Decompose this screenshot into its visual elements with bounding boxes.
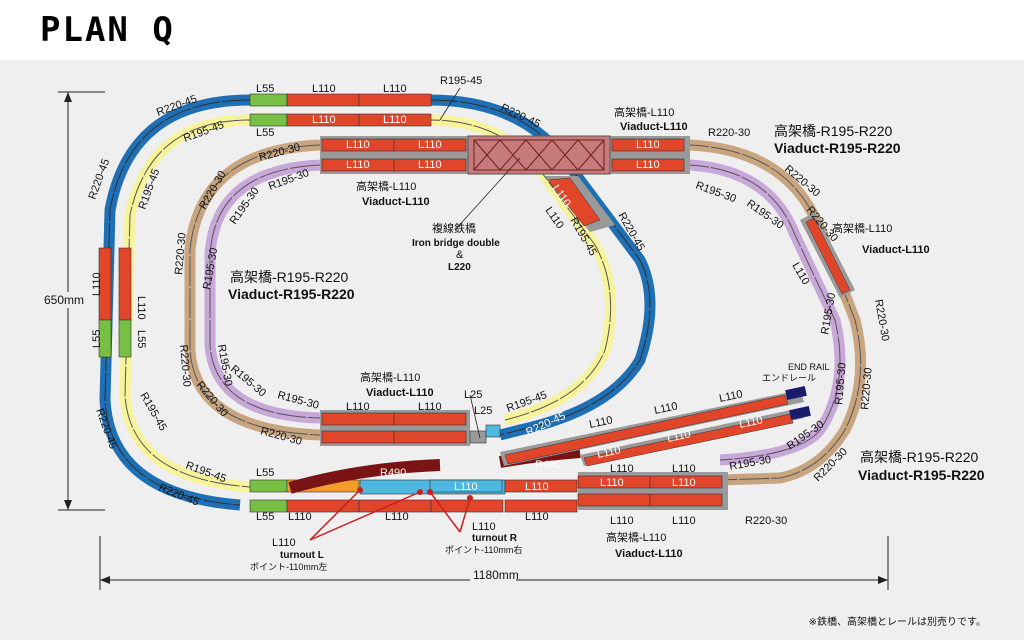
- footnote: ※鉄橋、高架橋とレールは別売りです。: [808, 617, 986, 628]
- label: L110: [383, 114, 407, 126]
- inner-viaduct-loop: [184, 136, 867, 486]
- label: L110: [346, 139, 370, 151]
- label: L110: [525, 511, 549, 523]
- label: L25: [474, 405, 492, 417]
- label: L110: [738, 414, 764, 431]
- label: Viaduct-L110: [620, 121, 688, 133]
- label: L110: [418, 401, 442, 413]
- label: L110: [666, 428, 692, 445]
- label: L110: [418, 159, 442, 171]
- height-label: 650mm: [44, 293, 84, 307]
- label: L110: [672, 463, 696, 475]
- label: Iron bridge double: [412, 238, 500, 249]
- label: L110: [385, 511, 409, 523]
- label: L110: [588, 414, 614, 431]
- label: R220-30: [745, 515, 787, 527]
- label: R195-30: [833, 362, 849, 405]
- label: L110: [672, 477, 696, 489]
- label: Viaduct-L110: [366, 387, 434, 399]
- label: Viaduct-R195-R220: [228, 286, 355, 302]
- label: R195-30: [201, 247, 220, 291]
- label: R490: [380, 467, 406, 479]
- label: L110: [472, 521, 496, 533]
- label: turnout L: [280, 550, 324, 561]
- label: L110: [636, 159, 660, 171]
- label: L110: [672, 515, 696, 527]
- label: 高架橋-L110: [832, 221, 892, 235]
- label: 複線鉄橋: [432, 221, 476, 235]
- label: L110: [135, 296, 147, 320]
- label: L110: [346, 159, 370, 171]
- label: L110: [418, 139, 442, 151]
- label: L110: [610, 515, 634, 527]
- label: L110: [346, 401, 370, 413]
- label: 高架橋-L110: [360, 370, 420, 384]
- label: &: [456, 249, 464, 261]
- label: Viaduct-L110: [362, 196, 430, 208]
- label: 高架橋-R195-R220: [774, 123, 892, 139]
- label: Viaduct-L110: [615, 548, 683, 560]
- label: L55: [256, 511, 274, 523]
- width-dimension: 1180mm: [99, 536, 889, 590]
- label: R220-30: [859, 367, 875, 410]
- r490-curve-a: [288, 459, 441, 494]
- label: L110: [525, 481, 549, 493]
- label: ポイント-110mm左: [250, 561, 327, 572]
- label: L55: [256, 83, 274, 95]
- label: R220-45: [157, 482, 201, 509]
- label: L110: [610, 463, 634, 475]
- label: R220-30: [708, 127, 750, 139]
- label: 高架橋-L110: [356, 179, 416, 193]
- bottom-area: [249, 386, 811, 541]
- label: Viaduct-R195-R220: [858, 467, 985, 483]
- label: L55: [256, 467, 274, 479]
- label: R195-45: [137, 391, 168, 434]
- width-label: 1180mm: [473, 568, 519, 582]
- label: L110: [288, 511, 312, 523]
- label: R195-45: [440, 75, 482, 87]
- diagonal-spur: [545, 176, 615, 232]
- label: turnout R: [472, 533, 518, 544]
- label: L110: [312, 83, 336, 95]
- label: Viaduct-R195-R220: [774, 140, 901, 156]
- label: L110: [600, 477, 624, 489]
- label: L55: [256, 127, 274, 139]
- label: L110: [653, 400, 679, 417]
- label: ポイント-110mm右: [445, 544, 522, 555]
- label: L110: [91, 272, 103, 296]
- label: L110: [596, 444, 622, 461]
- label: 高架橋-R195-R220: [860, 449, 978, 465]
- label: Viaduct-L110: [862, 244, 930, 256]
- label: L25: [464, 389, 482, 401]
- label: END RAIL: [788, 362, 830, 372]
- label: L110: [272, 537, 296, 549]
- label: エンドレール: [762, 373, 816, 383]
- label: R220-30: [872, 298, 891, 342]
- label: 高架橋-L110: [606, 530, 666, 544]
- label: 高架橋-R195-R220: [230, 269, 348, 285]
- label: 高架橋-L110: [614, 105, 674, 119]
- label: R220-30: [177, 344, 193, 387]
- label: L110: [312, 114, 336, 126]
- label: R490: [535, 459, 561, 471]
- height-dimension: 650mm: [40, 91, 105, 511]
- label: L110: [636, 139, 660, 151]
- label: L110: [454, 481, 478, 493]
- label: L55: [91, 330, 103, 348]
- plan-title: PLAN Q: [40, 10, 175, 50]
- label: L55: [135, 330, 147, 348]
- iron-bridge: [467, 135, 611, 175]
- label: R195-30: [276, 389, 320, 412]
- label: R220-30: [173, 232, 189, 275]
- label: L110: [718, 388, 744, 405]
- outer-loop: [98, 93, 656, 511]
- label: L110: [383, 83, 407, 95]
- label: L220: [448, 262, 471, 273]
- label: R195-30: [694, 180, 738, 206]
